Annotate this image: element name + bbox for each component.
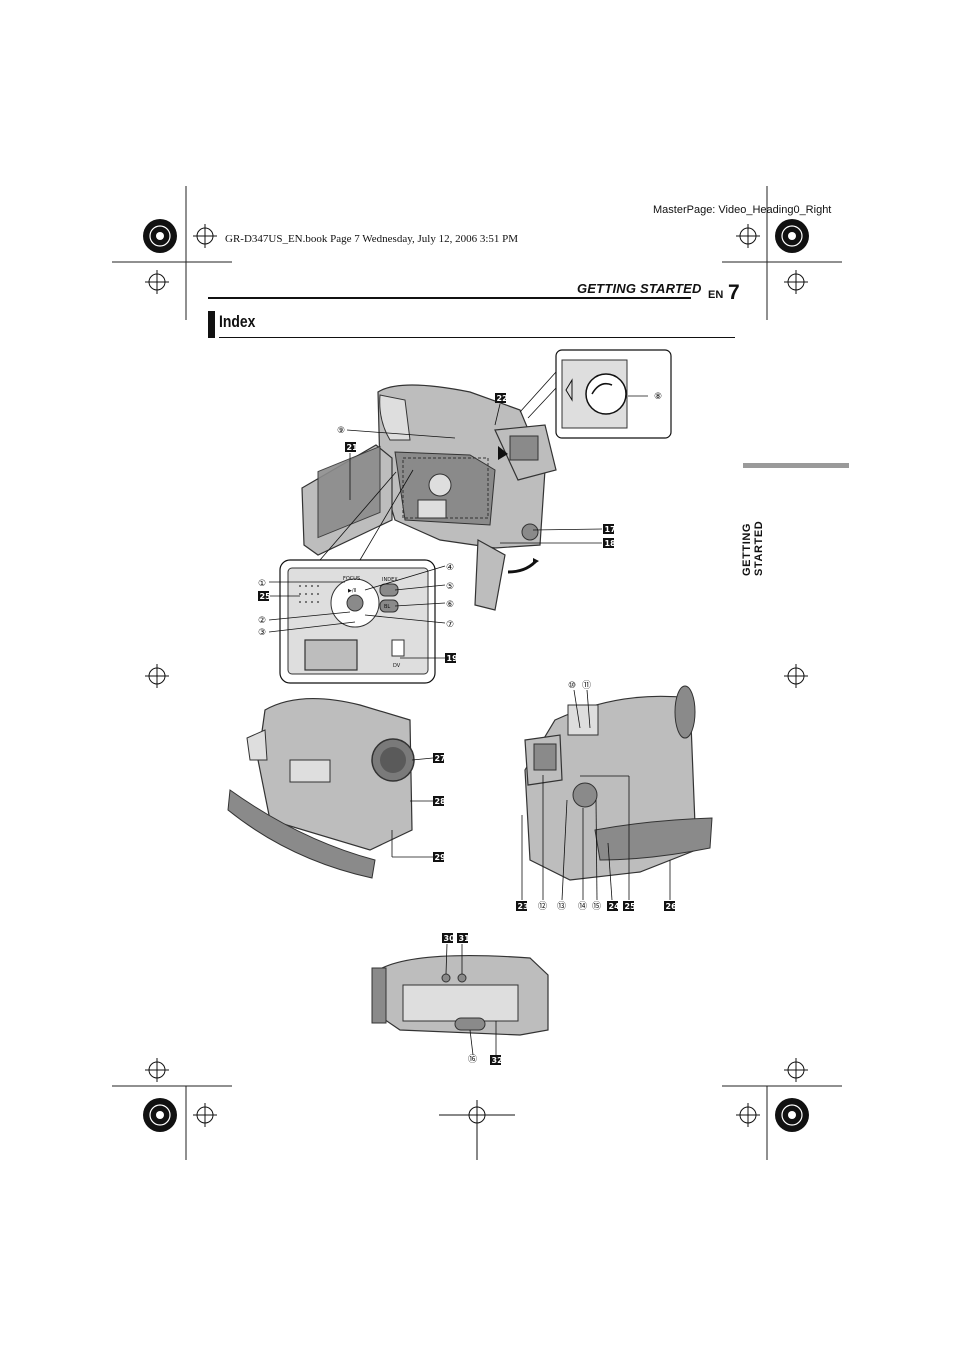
label-16: ⑯ <box>468 1054 477 1065</box>
title-bar <box>208 311 215 338</box>
label-11: ⑪ <box>582 680 591 691</box>
svg-text:18: 18 <box>605 539 617 548</box>
svg-text:25: 25 <box>260 592 272 601</box>
label-18: 18 <box>603 538 616 548</box>
label-24: 24 <box>607 901 620 911</box>
label-15: ⑮ <box>592 901 601 912</box>
leader-lines <box>268 395 671 1056</box>
label-25-panel: 25 <box>258 591 271 601</box>
label-13: ⑬ <box>557 901 566 912</box>
label-6: ⑥ <box>446 600 454 610</box>
label-23: 23 <box>516 901 529 911</box>
page-title: Index <box>219 312 256 331</box>
label-22: 22 <box>495 393 508 403</box>
svg-text:23: 23 <box>518 902 529 911</box>
section-header: GETTING STARTED <box>577 281 702 296</box>
label-10: ⑩ <box>568 681 576 691</box>
svg-text:25: 25 <box>625 902 637 911</box>
language-code: EN <box>708 289 724 301</box>
focus-label: FOCUS <box>343 576 360 582</box>
camcorder-lcd-view <box>301 384 557 611</box>
label-26: 26 <box>664 901 677 911</box>
camcorder-front-view <box>227 698 415 879</box>
play-label: ▶/II <box>348 588 356 594</box>
camcorder-bottom-view <box>371 954 549 1036</box>
starburst-mark <box>143 219 809 1132</box>
svg-text:22: 22 <box>497 394 508 403</box>
label-1: ① <box>258 579 266 589</box>
svg-text:26: 26 <box>666 902 678 911</box>
label-31: 31 <box>457 933 470 943</box>
label-14: ⑭ <box>578 901 587 912</box>
label-21: 21 <box>345 442 358 452</box>
label-9: ⑨ <box>337 426 345 436</box>
label-32: 32 <box>490 1055 503 1065</box>
label-28: 28 <box>433 796 446 806</box>
label-5: ⑤ <box>446 582 454 592</box>
title-rule <box>219 337 735 338</box>
label-27: 27 <box>433 753 446 763</box>
index-label: INDEX <box>382 577 398 583</box>
registration-mark <box>145 224 808 1160</box>
label-4: ④ <box>446 563 454 573</box>
svg-text:19: 19 <box>447 654 459 663</box>
header-rule <box>208 297 691 299</box>
svg-text:32: 32 <box>492 1056 503 1065</box>
control-panel-inset <box>279 469 436 684</box>
svg-text:24: 24 <box>609 902 621 911</box>
side-tab-bar <box>743 463 849 468</box>
bl-label: BL <box>384 604 390 610</box>
label-19: 19 <box>445 653 458 663</box>
label-17: 17 <box>603 524 616 534</box>
svg-text:31: 31 <box>459 934 471 943</box>
label-25-rear: 25 <box>623 901 636 911</box>
dv-label: DV <box>393 663 401 669</box>
label-12: ⑫ <box>538 901 547 912</box>
master-page-label: MasterPage: Video_Heading0_Right <box>653 204 832 216</box>
label-3: ③ <box>258 628 266 638</box>
svg-text:21: 21 <box>347 443 359 452</box>
label-29: 29 <box>433 852 446 862</box>
svg-text:27: 27 <box>435 754 446 763</box>
camcorder-rear-view <box>524 685 713 881</box>
book-info: GR-D347US_EN.book Page 7 Wednesday, July… <box>225 233 519 245</box>
label-8: ⑧ <box>654 392 662 402</box>
svg-text:29: 29 <box>435 853 447 862</box>
label-30: 30 <box>442 933 455 943</box>
label-2: ② <box>258 616 266 626</box>
zoom-callout <box>519 349 672 439</box>
svg-text:30: 30 <box>444 934 456 943</box>
page-number: 7 <box>728 281 740 304</box>
label-7: ⑦ <box>446 620 454 630</box>
svg-text:17: 17 <box>605 525 616 534</box>
svg-text:28: 28 <box>435 797 447 806</box>
